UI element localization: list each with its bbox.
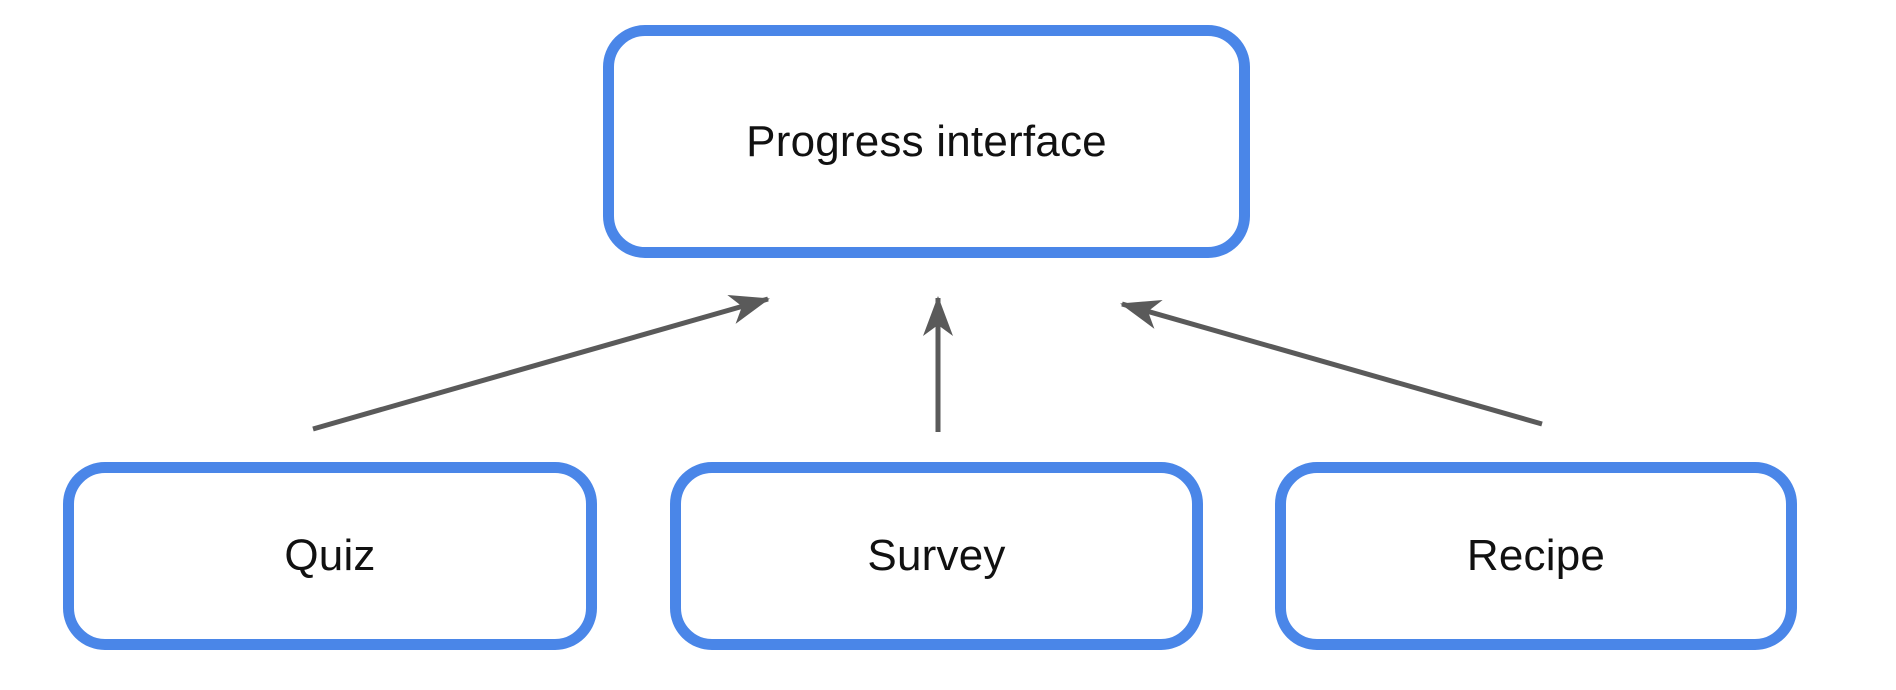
node-recipe: Recipe: [1275, 462, 1797, 650]
node-quiz: Quiz: [63, 462, 597, 650]
node-survey: Survey: [670, 462, 1203, 650]
node-progress-interface: Progress interface: [603, 25, 1250, 258]
node-recipe-label: Recipe: [1466, 531, 1606, 580]
node-quiz-label: Quiz: [284, 531, 376, 580]
node-progress-interface-label: Progress interface: [746, 116, 1107, 166]
node-survey-label: Survey: [867, 531, 1006, 580]
arrow-recipe-to-progress: [1120, 300, 1543, 427]
arrow-quiz-to-progress: [312, 295, 770, 432]
